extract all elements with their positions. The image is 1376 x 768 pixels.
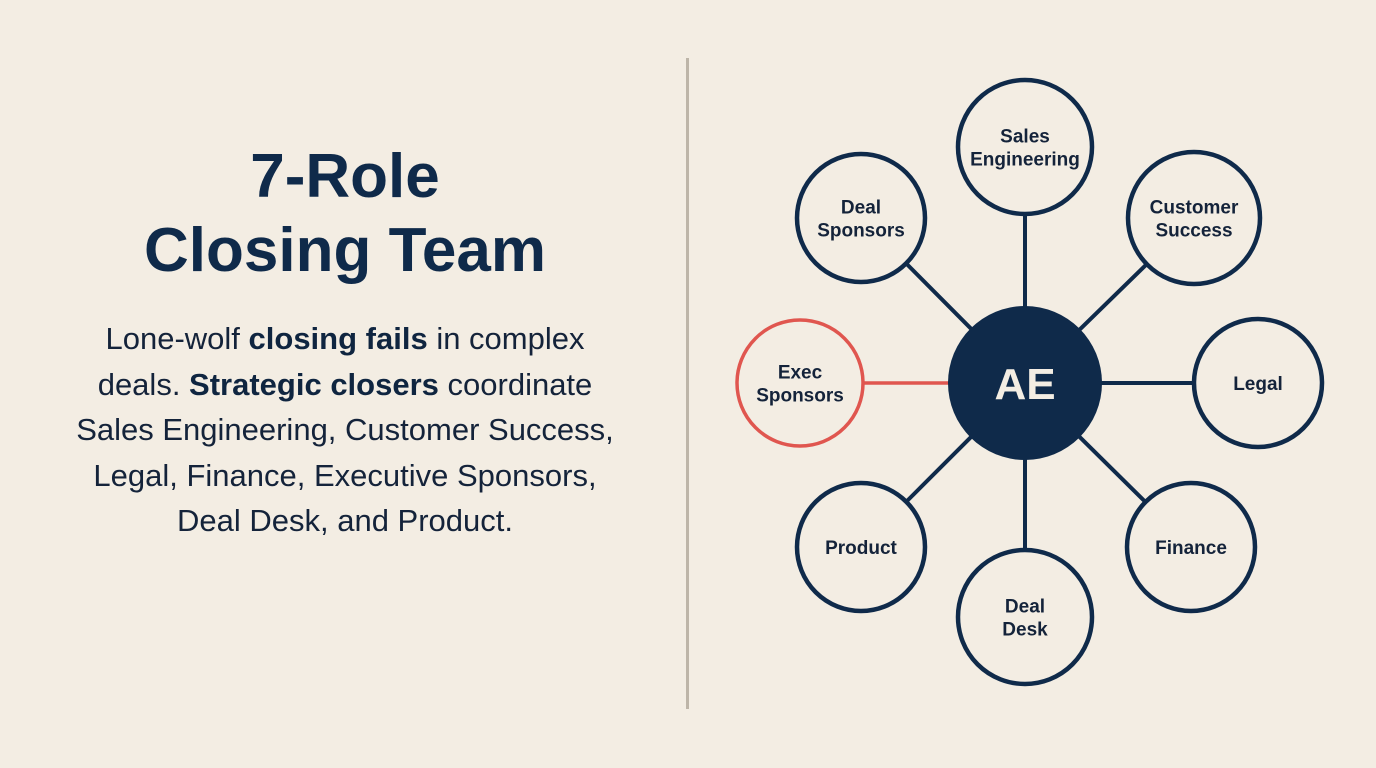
node-label: Finance: [1155, 538, 1227, 559]
connector-finance: [1076, 434, 1147, 504]
node-label: Product: [825, 538, 897, 559]
description-seg-3-bold: Strategic closers: [189, 366, 439, 402]
node-circle: [735, 318, 865, 448]
center-label: AE: [994, 360, 1055, 409]
node-circle: [1191, 316, 1325, 450]
node-label: Customer: [1150, 198, 1239, 219]
node-label: Legal: [1233, 374, 1283, 395]
node-label: Success: [1155, 221, 1232, 242]
description-seg-2: in complex deals.: [97, 321, 585, 402]
description-seg-0: Lone-wolf: [105, 321, 249, 356]
description-seg-1-bold: closing fails: [248, 321, 428, 356]
node-label: Engineering: [970, 150, 1080, 171]
node-label: Sponsors: [817, 221, 905, 242]
center-circle: [948, 306, 1102, 460]
node-label: Sponsors: [756, 386, 844, 407]
node-label: Deal: [841, 198, 881, 219]
node-label: Exec: [778, 363, 823, 384]
description-text: Lone-wolf closing fails in complex deals…: [60, 316, 630, 544]
connector-product: [904, 434, 974, 504]
node-circle: [955, 77, 1095, 217]
node-product: Product: [794, 480, 928, 614]
node-circle: [1125, 149, 1263, 287]
connector-deal-sponsors: [904, 261, 974, 332]
role-nodes: SalesEngineeringCustomerSuccessLegalFina…: [735, 77, 1325, 687]
center-node-ae: AE: [948, 306, 1102, 460]
connector-lines: [863, 214, 1194, 550]
vertical-divider: [686, 58, 689, 709]
description-seg-4: coordinate Sales Engineering, Customer S…: [76, 366, 614, 539]
intro-panel: 7-Role Closing Team Lone-wolf closing fa…: [60, 140, 630, 575]
node-label: Deal: [1005, 597, 1045, 618]
node-circle: [794, 480, 928, 614]
node-circle: [794, 151, 928, 285]
title-line-2: Closing Team: [144, 216, 546, 285]
node-label: Desk: [1002, 620, 1048, 641]
node-finance: Finance: [1124, 480, 1258, 614]
node-legal: Legal: [1191, 316, 1325, 450]
node-circle: [955, 547, 1095, 687]
title-line-1: 7-Role: [250, 142, 440, 211]
connector-customer-success: [1077, 262, 1149, 333]
page-title: 7-Role Closing Team: [60, 140, 630, 288]
node-circle: [1124, 480, 1258, 614]
node-label: Sales: [1000, 127, 1050, 148]
